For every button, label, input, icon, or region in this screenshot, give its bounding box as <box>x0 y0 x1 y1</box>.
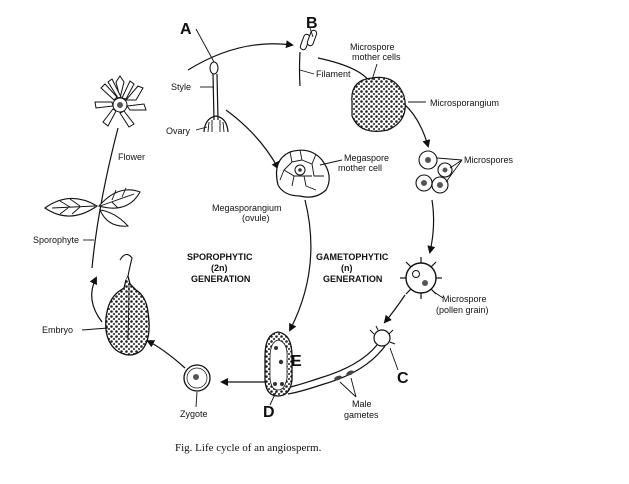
leader-embryo <box>81 327 109 331</box>
leader-B <box>309 27 314 38</box>
label-microspore-mother-1: Microspore <box>350 42 395 52</box>
label-megaspore-mother-2: mother cell <box>338 163 382 173</box>
label-microspores: Microspores <box>464 155 514 165</box>
label-zygote: Zygote <box>180 409 208 419</box>
arrow-zygote-to-embryo <box>146 340 186 369</box>
arrow-flower-to-stamen <box>187 40 294 71</box>
leader-ovary <box>195 126 208 131</box>
label-C: C <box>397 370 409 387</box>
leader-pollen <box>433 291 444 299</box>
label-sporophytic-3: GENERATION <box>191 274 250 284</box>
stamen-anther-filament <box>298 27 318 87</box>
label-gametophytic-2: (n) <box>341 263 353 273</box>
pollen-tube <box>285 325 399 398</box>
label-microspore-pollen-2: (pollen grain) <box>436 305 489 315</box>
label-sporophyte: Sporophyte <box>33 235 79 245</box>
zygote <box>183 364 211 408</box>
labels: A B C D E Style Ovary Flower Filament Mi… <box>33 15 514 454</box>
arrow-microspores-to-pollen <box>427 199 436 254</box>
label-flower: Flower <box>118 152 145 162</box>
embryo-sac <box>264 331 293 406</box>
label-embryo: Embryo <box>42 325 73 335</box>
flower-head <box>94 75 147 128</box>
label-A: A <box>180 21 192 38</box>
sporophyte-plant <box>44 75 147 269</box>
megasporangium-ovule <box>275 149 343 198</box>
embryo <box>81 239 150 356</box>
right-leaf-lower <box>99 209 130 227</box>
leader-megaspore-mother <box>319 159 343 166</box>
leader-microspore-mother <box>371 63 378 81</box>
label-sporophytic-2: (2n) <box>211 263 228 273</box>
label-male-gametes-1: Male <box>352 399 372 409</box>
label-sporophytic-1: SPOROPHYTIC <box>187 252 253 262</box>
pollen-grain <box>400 257 444 299</box>
arrow-embryo-to-sporophyte <box>89 276 103 323</box>
leader-filament <box>299 69 315 75</box>
label-microsporangium: Microsporangium <box>430 98 499 108</box>
leader-microspores <box>436 157 463 183</box>
label-gametophytic-1: GAMETOPHYTIC <box>316 252 389 262</box>
microspores-group <box>415 150 463 194</box>
arrow-ovary-to-ovule <box>225 109 279 170</box>
cycle-arrows <box>89 40 436 386</box>
label-ovary: Ovary <box>166 126 191 136</box>
label-gametophytic-3: GENERATION <box>323 274 382 284</box>
label-megasporangium-2: (ovule) <box>242 213 270 223</box>
leader-zygote <box>195 391 198 408</box>
label-B: B <box>306 15 318 32</box>
pistil-style-ovary <box>195 28 229 133</box>
label-E: E <box>291 353 302 370</box>
arrow-microsporangium-to-microspores <box>403 103 431 148</box>
label-male-gametes-2: gametes <box>344 410 379 420</box>
stem <box>91 127 119 269</box>
leader-A <box>195 28 215 63</box>
microsporangium <box>351 63 426 132</box>
label-style: Style <box>171 82 191 92</box>
label-microspore-pollen-1: Microspore <box>442 294 487 304</box>
label-D: D <box>263 404 275 421</box>
arrow-ovule-to-embryosac <box>289 199 312 332</box>
label-megaspore-mother-1: Megaspore <box>344 153 389 163</box>
leader-D <box>269 391 277 406</box>
label-filament: Filament <box>316 69 351 79</box>
leader-C <box>389 347 399 371</box>
leader-male-gametes <box>339 377 357 398</box>
figure-caption: Fig. Life cycle of an angiosperm. <box>175 442 322 454</box>
arrow-pollen-to-tube <box>383 294 406 324</box>
label-microspore-mother-2: mother cells <box>352 52 401 62</box>
label-megasporangium-1: Megasporangium <box>212 203 282 213</box>
